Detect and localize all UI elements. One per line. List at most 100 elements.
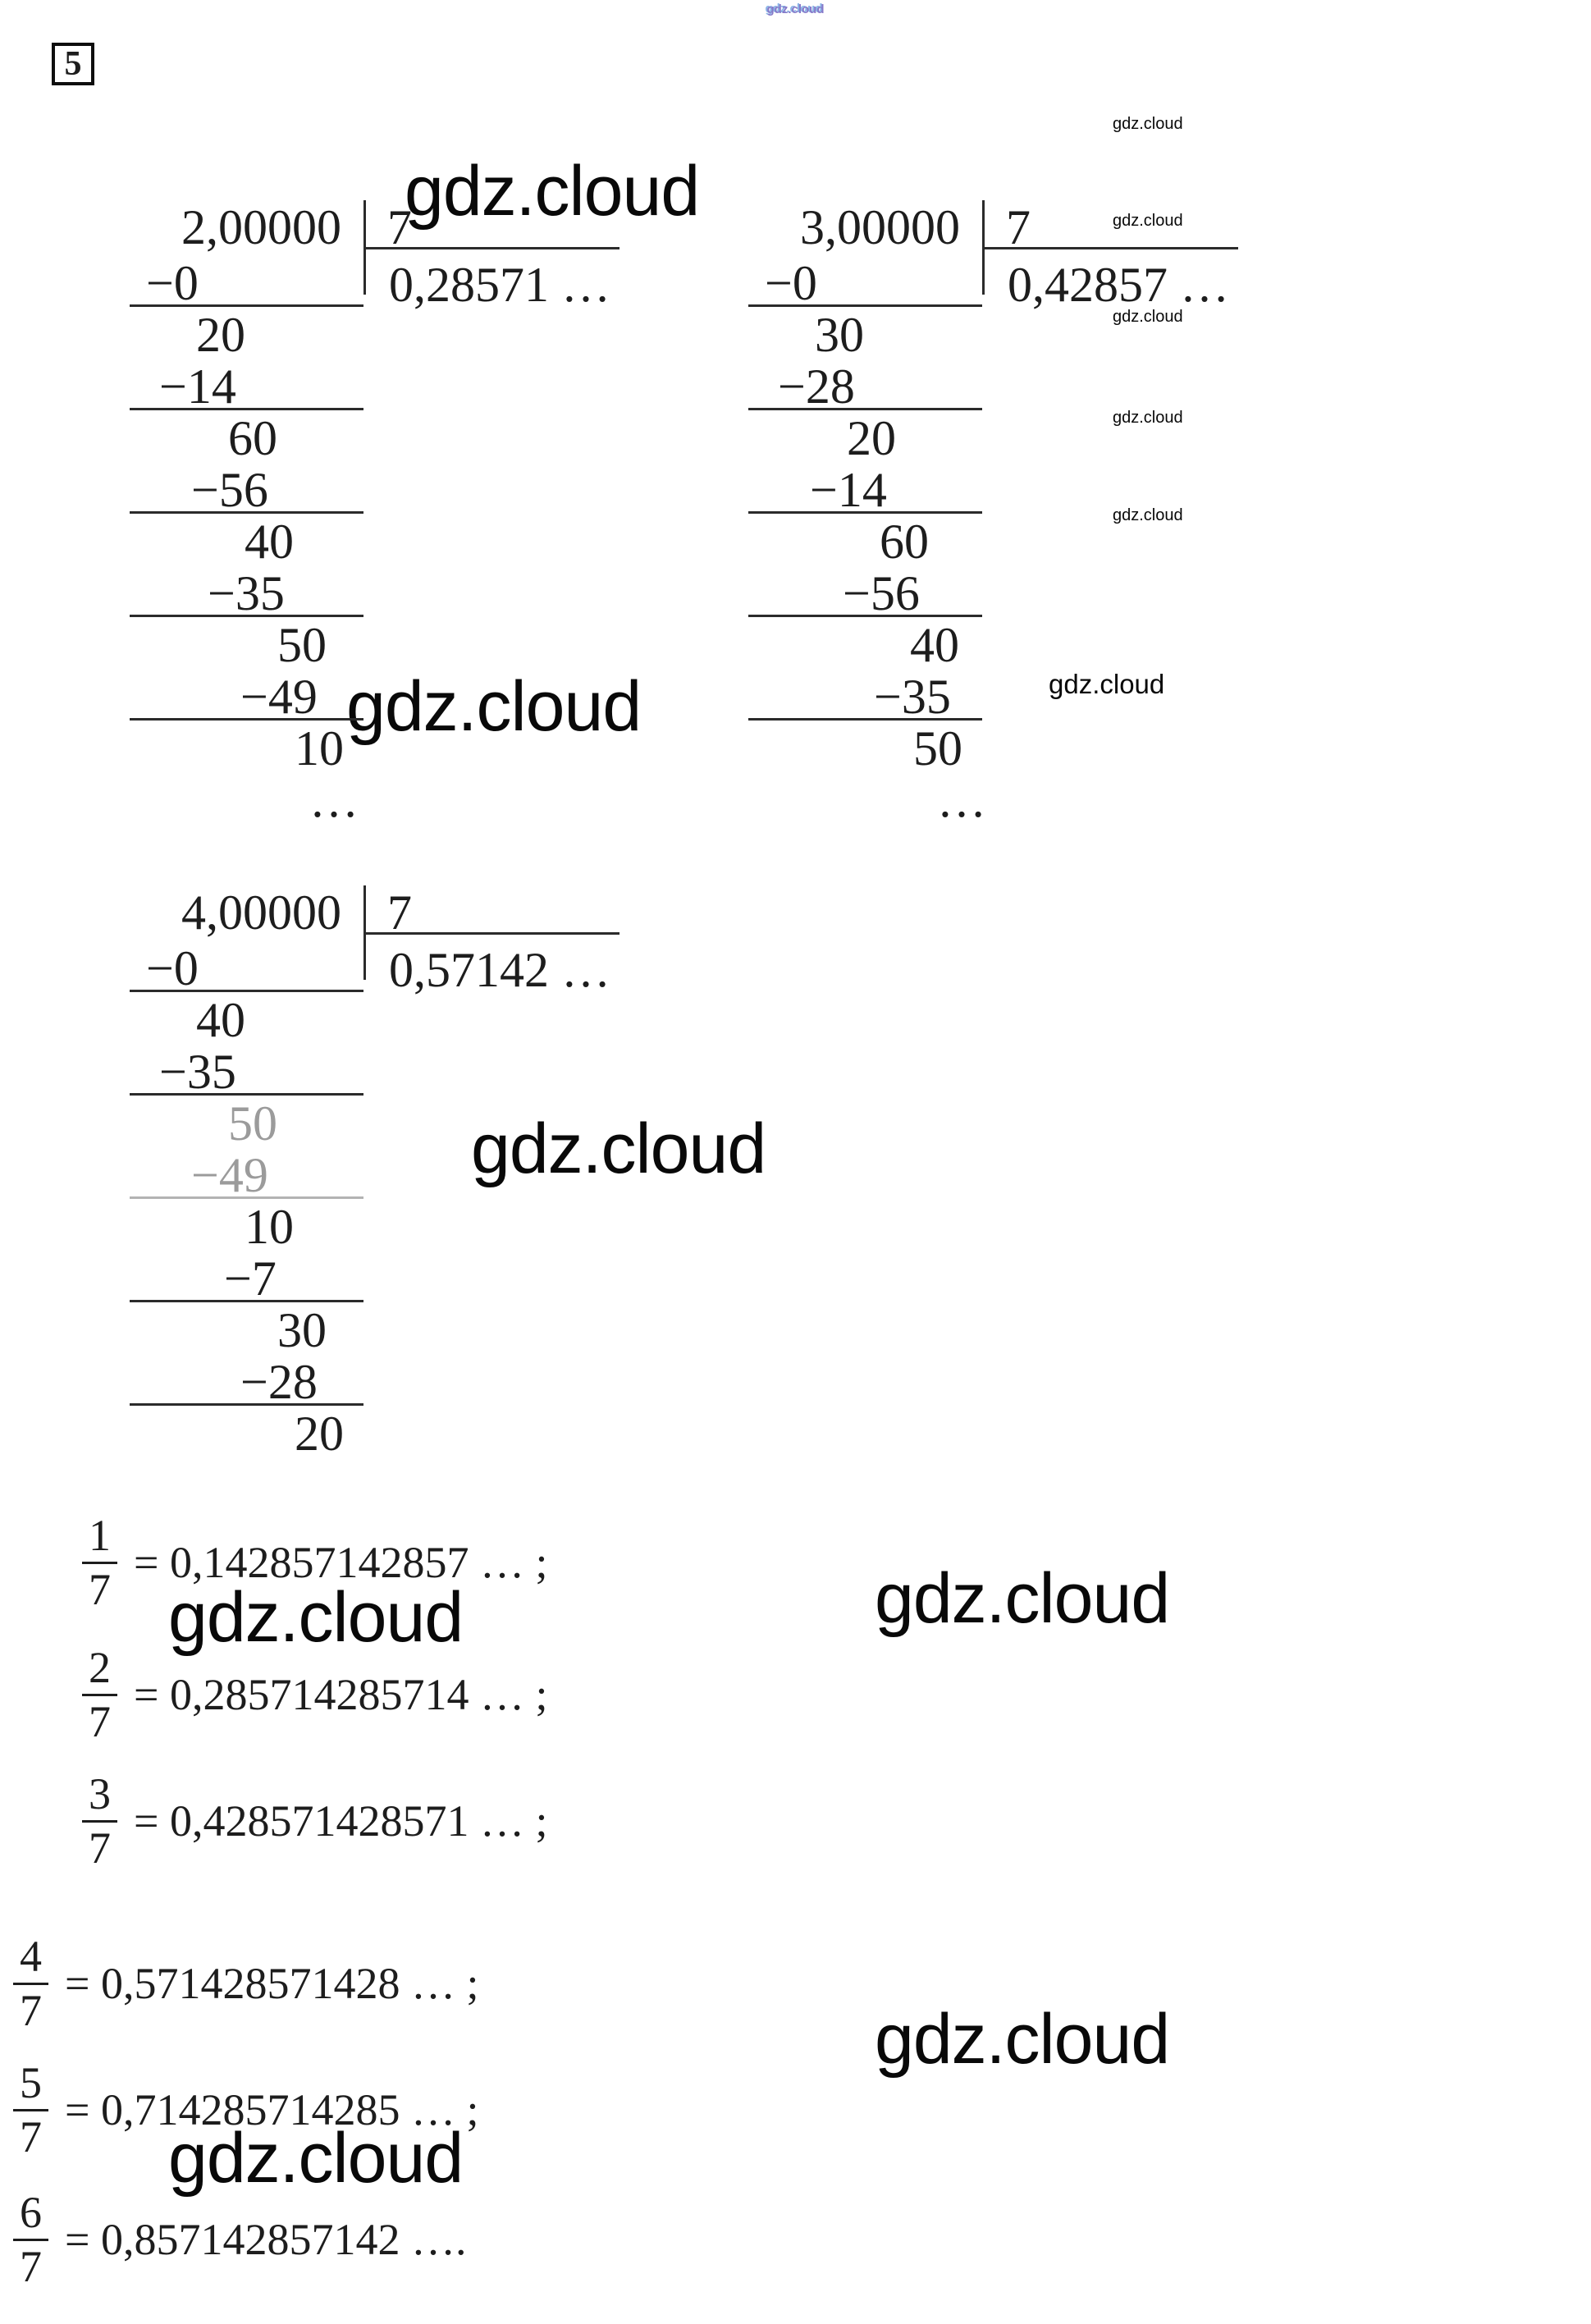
division-step-value: 50 xyxy=(277,618,327,672)
division-step-row: −35 xyxy=(748,671,982,723)
division-step-value: −49 xyxy=(191,1148,268,1202)
division-step-value: 20 xyxy=(847,411,896,465)
watermark-large-center: gdz.cloud xyxy=(471,1109,766,1188)
division-head: 2,00000 7 0,28571 … xyxy=(130,199,638,311)
division-step-value: −0 xyxy=(146,256,199,310)
division-step-value: −56 xyxy=(843,566,920,620)
watermark-small-1: gdz.cloud xyxy=(1113,115,1183,133)
division-step-value: 50 xyxy=(228,1096,277,1151)
watermark-small-4: gdz.cloud xyxy=(1113,409,1183,427)
division-step-row: −14 xyxy=(748,464,982,516)
fraction-numerator: 1 xyxy=(82,1512,117,1564)
division-step-value: 30 xyxy=(277,1303,327,1357)
fraction-decimal-value: = 0,714285714285 … ; xyxy=(65,2085,479,2135)
watermark-large-top: gdz.cloud xyxy=(405,152,700,231)
division-head: 4,00000 7 0,57142 … xyxy=(130,884,638,996)
watermark-medium-right: gdz.cloud xyxy=(1049,669,1165,699)
division-step-row: 40 xyxy=(130,995,363,1046)
division-step-row: 20 xyxy=(130,1408,363,1460)
quotient: 0,28571 … xyxy=(389,258,610,312)
division-quotient-rule xyxy=(982,247,1238,249)
fraction-denominator: 7 xyxy=(89,1823,111,1873)
division-step-row: 30 xyxy=(130,1305,363,1356)
division-step-value: −7 xyxy=(224,1251,277,1306)
division-step-value: −49 xyxy=(240,670,318,724)
fraction-numerator: 6 xyxy=(13,2189,48,2241)
watermark-small-5: gdz.cloud xyxy=(1113,506,1183,524)
division-quotient-rule xyxy=(363,247,619,249)
dividend: 3,00000 xyxy=(800,200,960,254)
division-step-value: 50 xyxy=(913,721,962,775)
division-step-row: −56 xyxy=(130,464,363,516)
division-step-row: 20 xyxy=(130,309,363,361)
division-step-value: −35 xyxy=(208,566,285,620)
division-step-value: 10 xyxy=(245,1200,294,1254)
division-step-value: 60 xyxy=(880,515,929,569)
watermark-large-left-1: gdz.cloud xyxy=(168,1578,464,1657)
dividend: 2,00000 xyxy=(181,200,341,254)
division-step-row: 20 xyxy=(748,413,982,464)
watermark-large-right-2: gdz.cloud xyxy=(875,2000,1170,2079)
division-step-row: … xyxy=(130,775,363,826)
fraction-denominator: 7 xyxy=(20,2111,42,2162)
fraction-denominator: 7 xyxy=(89,1696,111,1746)
division-step-row: −28 xyxy=(748,361,982,413)
division-step-value: 40 xyxy=(910,618,959,672)
division-step-row: −56 xyxy=(748,568,982,620)
division-step-value: −35 xyxy=(874,670,951,724)
fraction-decimal-value: = 0,428571428571 … ; xyxy=(134,1796,548,1846)
fraction-decimal-value: = 0,857142857142 …. xyxy=(65,2215,467,2265)
fraction-numerator: 3 xyxy=(82,1771,117,1823)
fraction-result-5-7: 5 7 = 0,714285714285 … ; xyxy=(13,2060,478,2160)
watermark-small-3: gdz.cloud xyxy=(1113,308,1183,326)
fraction-decimal-value: = 0,571428571428 … ; xyxy=(65,1959,479,2009)
watermark-tiny-top: gdz.cloud xyxy=(766,2,825,16)
division-step-row: −35 xyxy=(130,1046,363,1098)
division-step-row: −0 xyxy=(130,258,363,309)
fraction-denominator: 7 xyxy=(20,1985,42,2035)
watermark-large-left-2: gdz.cloud xyxy=(168,2119,464,2198)
division-step-row: 10 xyxy=(130,1201,363,1253)
divisor: 7 xyxy=(1006,200,1031,254)
division-step-value: −0 xyxy=(765,256,817,310)
division-step-row: 30 xyxy=(748,309,982,361)
division-step-value: 40 xyxy=(196,993,245,1047)
division-step-value: −28 xyxy=(778,359,855,414)
fraction-result-6-7: 6 7 = 0,857142857142 …. xyxy=(13,2189,466,2290)
fraction: 6 7 xyxy=(13,2189,48,2290)
fraction-numerator: 4 xyxy=(13,1933,48,1985)
division-step-row: −49 xyxy=(130,1150,363,1201)
division-step-value: −56 xyxy=(191,463,268,517)
fraction-numerator: 5 xyxy=(13,2060,48,2111)
division-step-value: 40 xyxy=(245,515,294,569)
divisor: 7 xyxy=(387,200,412,254)
division-step-row: −49 xyxy=(130,671,363,723)
quotient: 0,57142 … xyxy=(389,943,610,997)
fraction-result-1-7: 1 7 = 0,142857142857 … ; xyxy=(82,1512,547,1613)
division-step-row: 10 xyxy=(130,723,363,775)
division-step-value: −14 xyxy=(159,359,236,414)
division-step-row: −7 xyxy=(130,1253,363,1305)
fraction-numerator: 2 xyxy=(82,1645,117,1696)
division-step-row: −14 xyxy=(130,361,363,413)
fraction: 4 7 xyxy=(13,1933,48,2034)
division-step-row: … xyxy=(748,775,986,826)
fraction-decimal-value: = 0,285714285714 … ; xyxy=(134,1670,548,1720)
division-step-value: 60 xyxy=(228,411,277,465)
fraction: 3 7 xyxy=(82,1771,117,1871)
division-step-row: −28 xyxy=(130,1356,363,1408)
division-step-row: −0 xyxy=(130,943,363,995)
watermark-large-right-1: gdz.cloud xyxy=(875,1559,1170,1638)
division-step-value: … xyxy=(309,773,359,827)
fraction-result-4-7: 4 7 = 0,571428571428 … ; xyxy=(13,1933,478,2034)
watermark-small-2: gdz.cloud xyxy=(1113,212,1183,230)
fraction-decimal-value: = 0,142857142857 … ; xyxy=(134,1538,548,1588)
fraction-result-3-7: 3 7 = 0,428571428571 … ; xyxy=(82,1771,547,1871)
division-step-row: 40 xyxy=(748,620,982,671)
division-step-row: 50 xyxy=(130,620,363,671)
division-step-value: 20 xyxy=(295,1407,344,1461)
division-step-value: −28 xyxy=(240,1355,318,1409)
